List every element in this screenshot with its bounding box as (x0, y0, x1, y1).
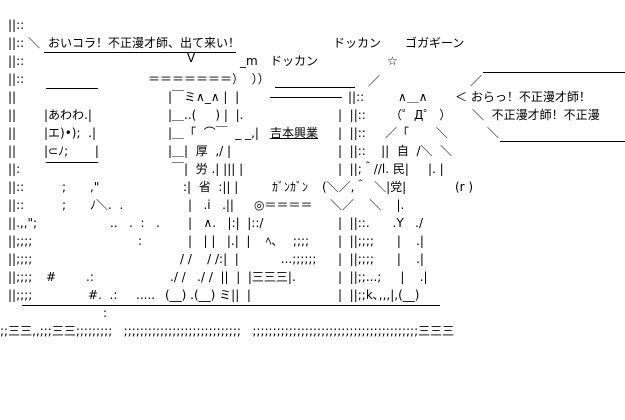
art-text: (r ) (455, 180, 474, 194)
art-text: #. .: (88, 288, 118, 302)
art-text: ||:: (348, 90, 365, 104)
art-text: ./ / ./ / || | |三三三|. (170, 270, 296, 284)
art-text: ||:: (8, 18, 25, 32)
speech-text-left: おいコラ！不正漫才師、出て来い！ (48, 36, 241, 50)
art-text: | ||;;;; | .| (338, 252, 424, 266)
art-ground-text: ;;三三,,;;;三三;;;;;;;;; ;;;;;;;;;;;;;;;;;;;… (0, 324, 455, 338)
speech-text-right: ＜ おらっ！不正漫才師！ (455, 90, 591, 104)
art-text: ＼ (28, 36, 41, 50)
art-text: ||.,,"; (8, 216, 38, 230)
art-text: | ||;;k､,,,|,(__) (338, 288, 420, 302)
art-text: : (103, 306, 108, 320)
art-text: （゜Д゜ ） (390, 108, 452, 122)
art-text: ∧＿∧ (398, 90, 428, 104)
sign-bottom-line (46, 162, 98, 163)
art-text: # (46, 270, 57, 284)
sound-effect: ｶﾞﾝｶﾞﾝ (272, 180, 309, 194)
art-text: | ||:: (338, 126, 366, 140)
sign-text: 吉本興業 (270, 126, 319, 140)
art-text: ＼／ ＼ |. (330, 198, 405, 212)
art-text: ; (62, 180, 67, 194)
art-text: ||:: (8, 36, 25, 50)
art-text: / / / /:| | ...;;;;;; (180, 252, 317, 266)
art-text: (＼／,＾ ＼|党| (322, 180, 407, 194)
sign-top-line (46, 88, 98, 89)
art-text: : (138, 234, 143, 248)
art-text: ＝＝＝＝＝＝＝） ）） (148, 72, 270, 86)
art-text: ||;;;; (8, 288, 33, 302)
art-text: ／ (368, 74, 381, 88)
art-text: |＿「 ⌒￣ _ _,| (168, 126, 259, 140)
art-text: |エ)•); .| (44, 126, 97, 140)
art-text: :| 省 :|| | (183, 180, 239, 194)
art-text: ||:: (8, 198, 25, 212)
art-text: ||: (8, 162, 21, 176)
art-text: ||:: (8, 180, 25, 194)
art-text: ||;;;; (8, 234, 33, 248)
art-text: ￣| 労 .| ||| | (172, 162, 244, 176)
art-text: ||;;;; (8, 270, 33, 284)
art-text: |あわわ.| (44, 108, 92, 122)
bubble-edge: ／ (470, 74, 483, 88)
art-text: | ||;;;; | .| (338, 234, 424, 248)
art-text: ||;;;; (8, 252, 33, 266)
bubble-edge: ＼ (487, 126, 500, 140)
art-text: | | | |.| | ﾍ､ ;;;; (188, 234, 310, 248)
art-text: || (8, 144, 17, 158)
art-text: ||:: (8, 54, 25, 68)
art-text: || (8, 108, 17, 122)
art-text: ﾉ＼. . (90, 198, 124, 212)
star-icon: ☆ (387, 54, 398, 68)
art-text: |￣ミ∧_∧ | | (168, 90, 240, 104)
art-text: _m (240, 54, 258, 68)
art-text: || (8, 90, 17, 104)
art-text: | ||::. .Y ./ (338, 216, 423, 230)
art-text: | ||:: || 自 /＼ ＼ (338, 144, 453, 158)
art-text: | ||:: (338, 108, 366, 122)
bubble-bottom-line (500, 141, 625, 142)
art-text: ..... (136, 288, 156, 302)
art-text: |⊂ﾉ; | (44, 144, 99, 158)
art-text: ／「 ＼ (385, 126, 448, 140)
art-text: |＿| 厚 ,/ | (168, 144, 232, 158)
art-text: | ∧. |:| |::/ (188, 216, 264, 230)
art-text: V (187, 51, 196, 65)
art-text: ," (90, 180, 100, 194)
sound-effect: ゴガギーン (405, 36, 465, 50)
art-text: | ||;＾//l. 民| |. | (338, 162, 444, 176)
art-text: || (8, 126, 17, 140)
bubble-top-line (483, 72, 625, 73)
art-text: .: (86, 270, 94, 284)
art-text: | ||;;...; | .| (338, 270, 428, 284)
speech-text-right-2: ＼ 不正漫才師！不正漫 (472, 108, 600, 122)
ground-line (22, 305, 440, 306)
sound-effect: ドッカン (270, 54, 319, 68)
building-roof-line-2 (270, 97, 342, 98)
art-text: | .i .|| (188, 198, 234, 212)
art-text: .. . : . (110, 216, 160, 230)
speech-underline (44, 52, 236, 53)
building-roof-line (275, 87, 355, 88)
art-text: |＿..( ) | |. (168, 108, 244, 122)
art-text: (__) .(__) ミ|| | (165, 288, 251, 302)
art-text: ; (62, 198, 67, 212)
sound-effect: ドッカン (333, 36, 382, 50)
art-text: ◎＝＝＝＝ (254, 198, 313, 212)
art-text: ||:: (8, 72, 25, 86)
